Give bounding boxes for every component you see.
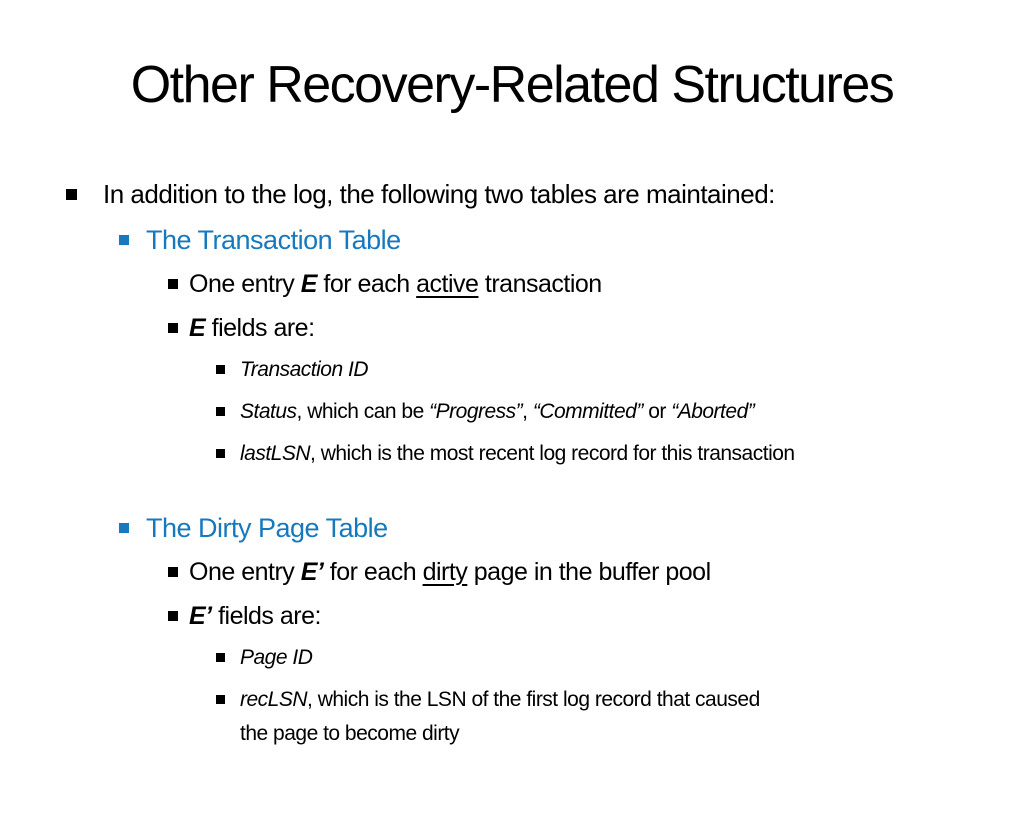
bullet-e-fields: E fields are: [0, 312, 1024, 345]
bullet-text: In addition to the log, the following tw… [103, 177, 775, 212]
text-segment: Status [240, 400, 297, 423]
text-segment: E [189, 314, 206, 342]
text-segment: The Dirty Page Table [146, 513, 388, 543]
bullet-square-icon [168, 323, 178, 333]
bullet-text: One entry E’ for each dirty page in the … [189, 556, 711, 589]
bullet-reclsn: recLSN, which is the LSN of the first lo… [0, 683, 1024, 751]
bullet-intro: In addition to the log, the following tw… [0, 177, 1024, 212]
bullet-transaction-entry: One entry E for each active transaction [0, 268, 1024, 301]
bullet-e-prime-fields: E’ fields are: [0, 600, 1024, 633]
text-segment: or [642, 400, 672, 423]
bullet-status: Status, which can be “Progress”, “Commit… [0, 395, 1024, 429]
bullet-square-icon [66, 189, 77, 200]
bullet-square-icon [216, 365, 225, 374]
bullet-text: The Transaction Table [146, 223, 401, 257]
text-segment: In addition to the log, the following tw… [103, 179, 775, 209]
text-segment: E [300, 270, 318, 298]
bullet-text: lastLSN, which is the most recent log re… [240, 437, 795, 471]
bullet-text: Page ID [240, 641, 313, 675]
bullet-text: The Dirty Page Table [146, 511, 388, 545]
text-segment: , which is the LSN of the first log reco… [240, 688, 760, 745]
bullet-text: E’ fields are: [189, 600, 321, 633]
text-segment: fields are: [205, 314, 315, 342]
text-segment: lastLSN [240, 442, 311, 465]
heading-dirty-page-table: The Dirty Page Table [0, 511, 1024, 545]
text-segment: recLSN [240, 688, 308, 711]
bullet-text: Status, which can be “Progress”, “Commit… [240, 395, 755, 429]
slide: Other Recovery-Related Structures In add… [0, 55, 1024, 823]
bullet-square-icon [119, 235, 129, 245]
bullet-text: recLSN, which is the LSN of the first lo… [240, 683, 760, 751]
slide-title: Other Recovery-Related Structures [130, 56, 895, 114]
text-segment: Page ID [240, 646, 313, 669]
heading-transaction-table: The Transaction Table [0, 223, 1024, 257]
text-segment: for each [316, 270, 417, 298]
text-segment: , [522, 400, 533, 423]
text-segment: dirty [422, 558, 468, 586]
text-segment: “Aborted” [671, 400, 755, 423]
text-segment: E’ [189, 602, 212, 630]
text-segment: The Transaction Table [146, 225, 401, 255]
bullet-list: In addition to the log, the following tw… [0, 177, 1024, 751]
bullet-square-icon [119, 523, 129, 533]
text-segment: “Committed” [532, 400, 644, 423]
bullet-transaction-id: Transaction ID [0, 353, 1024, 387]
bullet-dirty-page-entry: One entry E’ for each dirty page in the … [0, 556, 1024, 589]
bullet-square-icon [168, 567, 178, 577]
bullet-square-icon [216, 653, 225, 662]
bullet-lastlsn: lastLSN, which is the most recent log re… [0, 437, 1024, 471]
bullet-text: Transaction ID [240, 353, 369, 387]
text-segment: transaction [478, 270, 602, 298]
bullet-square-icon [216, 695, 225, 704]
bullet-page-id: Page ID [0, 641, 1024, 675]
text-segment: E’ [300, 558, 324, 586]
bullet-text: One entry E for each active transaction [189, 268, 602, 301]
text-segment: active [416, 270, 479, 298]
text-segment: for each [323, 558, 423, 586]
bullet-square-icon [168, 611, 178, 621]
text-segment: “Progress” [429, 400, 523, 423]
bullet-square-icon [216, 449, 225, 458]
text-segment: fields are: [211, 602, 321, 630]
text-segment: Transaction ID [240, 358, 369, 381]
bullet-text: E fields are: [189, 312, 315, 345]
text-segment: One entry [189, 270, 301, 298]
bullet-square-icon [216, 407, 225, 416]
text-segment: page in the buffer pool [467, 558, 711, 586]
text-segment: , which is the most recent log record fo… [310, 442, 795, 465]
text-segment: One entry [189, 558, 301, 586]
bullet-square-icon [168, 279, 178, 289]
text-segment: , which can be [296, 400, 430, 423]
